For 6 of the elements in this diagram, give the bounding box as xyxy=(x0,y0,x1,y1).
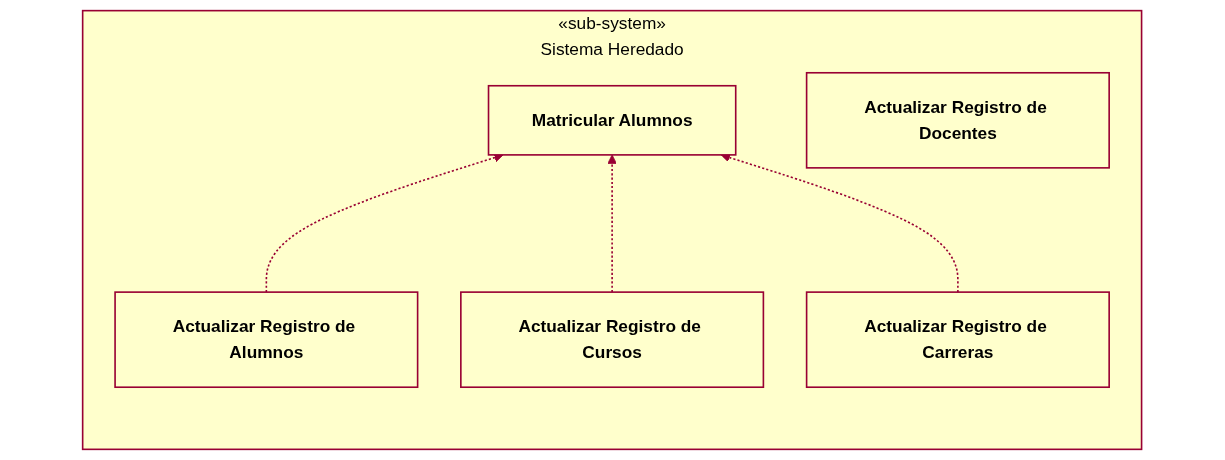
arrow xyxy=(607,154,618,293)
node-box: Actualizar Registro de Cursos xyxy=(460,291,765,388)
node-box: Actualizar Registro de Docentes xyxy=(806,71,1111,169)
node-box: Actualizar Registro de Alumnos xyxy=(114,291,419,388)
node-box: Matricular Alumnos xyxy=(488,84,737,156)
node-box: Actualizar Registro de Carreras xyxy=(806,291,1111,388)
